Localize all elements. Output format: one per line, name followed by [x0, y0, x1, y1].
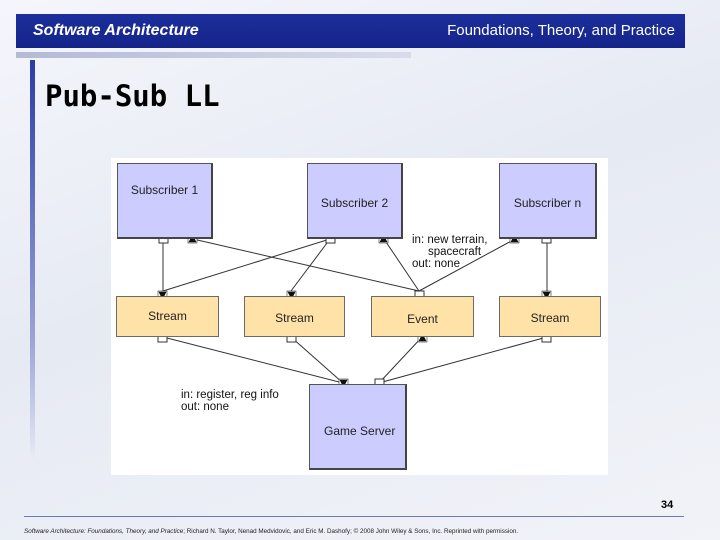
- footer-rule: [24, 516, 684, 517]
- event-annotation: in: new terrain, spacecraft out: none: [412, 234, 488, 270]
- course-title: Software Architecture: [33, 22, 199, 39]
- port-event-out: [418, 333, 427, 342]
- subscriber-1-box: Subscriber 1: [117, 163, 213, 239]
- stream-box-4: Stream: [499, 296, 601, 337]
- subscriber-2-box: Subscriber 2: [307, 163, 403, 239]
- footer-citation: Software Architecture: Foundations, Theo…: [24, 528, 518, 535]
- port-stream1-in: [158, 291, 167, 300]
- port-stream2-in: [287, 291, 296, 300]
- slide-title: Pub-Sub LL: [45, 79, 220, 113]
- book-subtitle: Foundations, Theory, and Practice: [447, 22, 675, 39]
- stream-box-2: Stream: [244, 296, 345, 337]
- connector-sub1-event: [192, 238, 420, 292]
- page-number: 34: [661, 499, 674, 511]
- stream-box-1: Stream: [116, 296, 219, 337]
- connector-stream1-server: [162, 336, 344, 384]
- header-shadow: [16, 52, 411, 58]
- port-server-in: [339, 379, 348, 388]
- subscriber-n-box: Subscriber n: [499, 163, 597, 239]
- connector-event-server: [378, 336, 423, 384]
- event-box: Event: [371, 296, 474, 337]
- connector-sub2-event: [383, 238, 420, 292]
- footer-credit: ; Richard N. Taylor, Nenad Medvidovic, a…: [183, 528, 519, 535]
- architecture-diagram: Subscriber 1 Subscriber 2 Subscriber n S…: [111, 158, 608, 475]
- connector-subn-event: [418, 238, 516, 292]
- connector-sub2-stream1: [162, 238, 331, 292]
- footer-book-title: Software Architecture: Foundations, Theo…: [24, 528, 184, 535]
- game-server-box: Game Server: [309, 384, 407, 470]
- connector-sub2-stream2: [290, 238, 331, 292]
- server-annotation: in: register, reg info out: none: [181, 389, 279, 413]
- port-stream4-in: [542, 291, 551, 300]
- left-rail-decoration: [30, 60, 35, 460]
- connector-stream4-server: [378, 336, 548, 384]
- connector-stream2-server: [290, 336, 344, 384]
- header-bar: Software Architecture Foundations, Theor…: [16, 14, 685, 48]
